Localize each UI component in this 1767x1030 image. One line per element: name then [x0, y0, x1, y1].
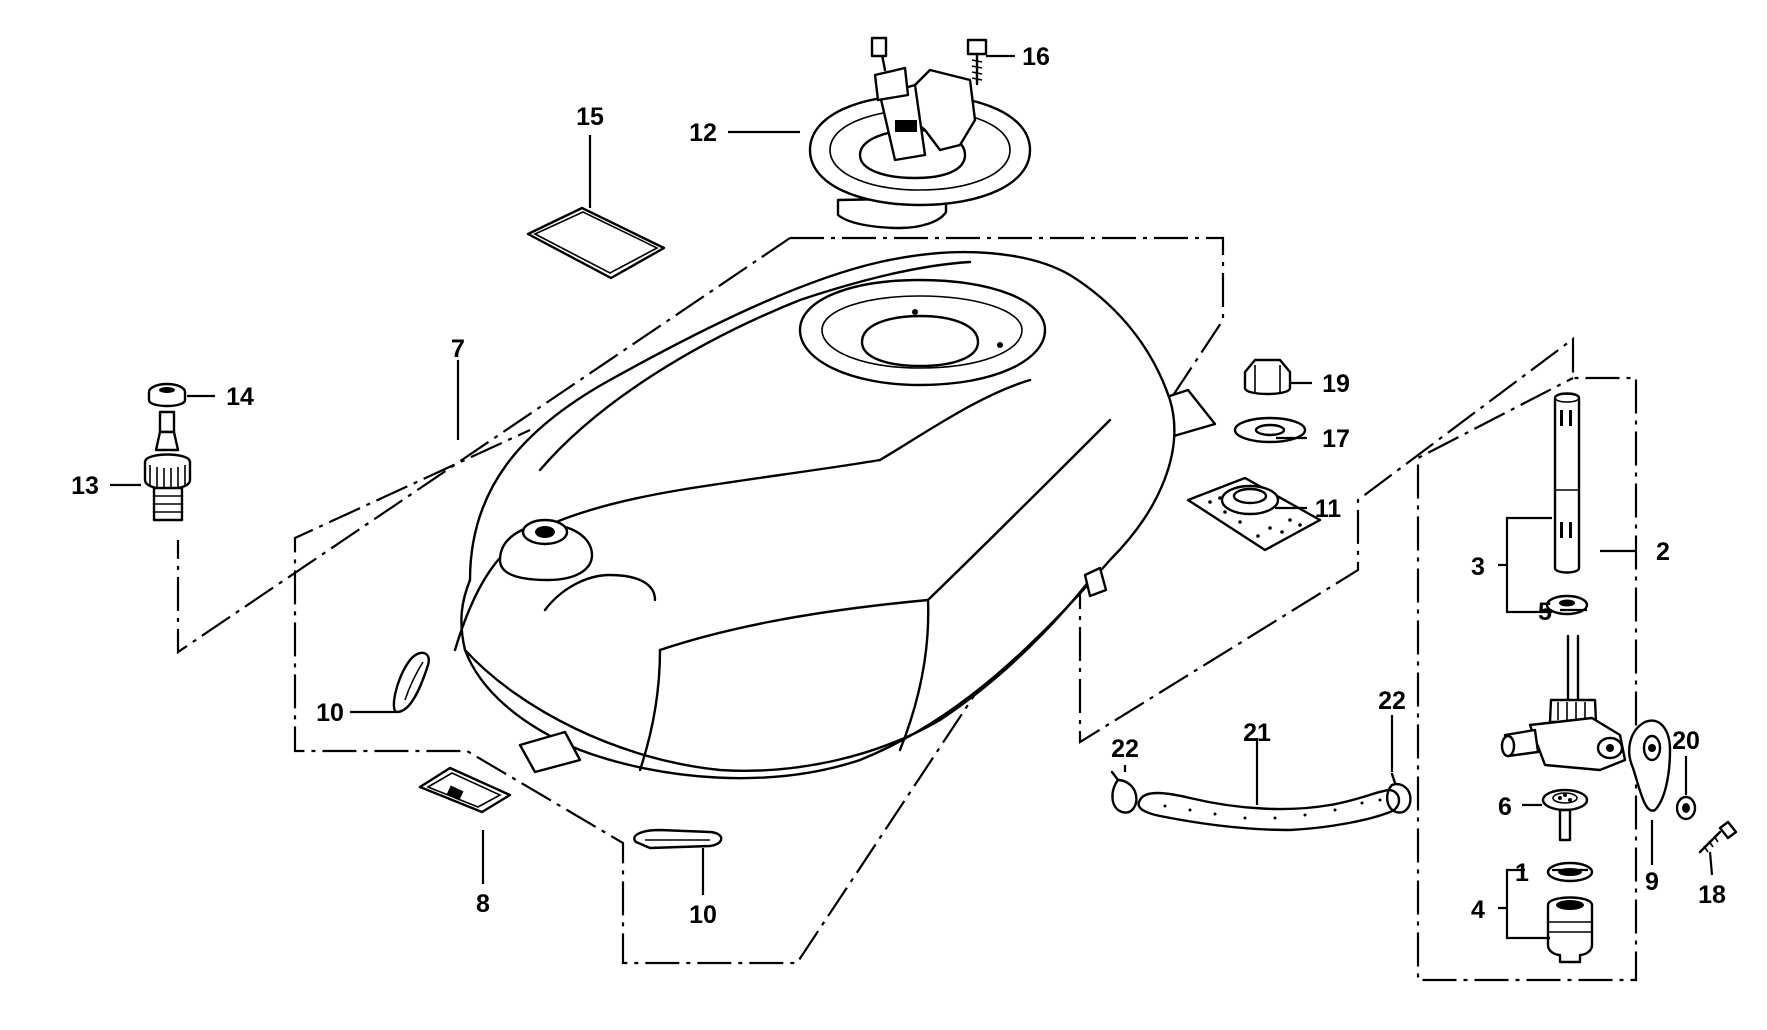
callout-4: 4 — [1471, 896, 1485, 924]
callout-3: 3 — [1471, 553, 1485, 581]
emblem-label — [526, 206, 666, 280]
callout-5: 5 — [1538, 598, 1552, 626]
callout-19: 19 — [1322, 370, 1350, 398]
callout-7: 7 — [451, 335, 465, 363]
callout-9: 9 — [1645, 868, 1659, 896]
cushion-bottom — [633, 828, 723, 850]
leader-lines — [110, 54, 1714, 940]
callout-numbers: 1 2 3 4 5 6 7 8 9 10 10 11 12 13 14 15 1… — [71, 43, 1726, 929]
group-outlines — [176, 236, 1638, 982]
valve-lever-parts — [1628, 719, 1738, 854]
callout-10-left: 10 — [316, 699, 344, 727]
drain-fitting — [143, 382, 192, 522]
strainer-tube — [1553, 392, 1581, 574]
callout-16: 16 — [1022, 43, 1050, 71]
fuel-tube-assembly — [1110, 770, 1412, 832]
drain-group-outline — [176, 237, 791, 655]
fuel-tube — [1137, 788, 1401, 832]
callout-22-right: 22 — [1378, 687, 1406, 715]
tank-group-outline — [293, 236, 1225, 965]
callout-2: 2 — [1656, 538, 1670, 566]
callout-6: 6 — [1498, 793, 1512, 821]
callout-1: 1 — [1515, 859, 1529, 887]
callout-13: 13 — [71, 472, 99, 500]
callout-14: 14 — [226, 383, 254, 411]
rubber-cushions — [392, 651, 723, 850]
tube-clip-left — [1111, 778, 1138, 814]
tube-group-outline — [1078, 336, 1638, 982]
callout-18: 18 — [1698, 881, 1726, 909]
cap-nut — [1243, 358, 1292, 396]
callout-10-bottom: 10 — [689, 901, 717, 929]
fuel-tank — [453, 250, 1217, 780]
tank-mount-parts — [1186, 358, 1322, 552]
callout-21: 21 — [1243, 719, 1271, 747]
callout-11: 11 — [1315, 495, 1342, 523]
callout-15: 15 — [576, 103, 604, 131]
callout-12: 12 — [689, 119, 717, 147]
callout-22-left: 22 — [1111, 735, 1139, 763]
callout-20: 20 — [1672, 727, 1700, 755]
tube-clip-right — [1386, 782, 1412, 814]
callout-8: 8 — [476, 890, 490, 918]
fuel-filler-cap — [808, 36, 1032, 230]
callout-17: 17 — [1322, 425, 1350, 453]
filter-cup — [1546, 896, 1594, 964]
bolt-18 — [1718, 820, 1738, 840]
fuel-valve-assembly — [1500, 392, 1627, 964]
